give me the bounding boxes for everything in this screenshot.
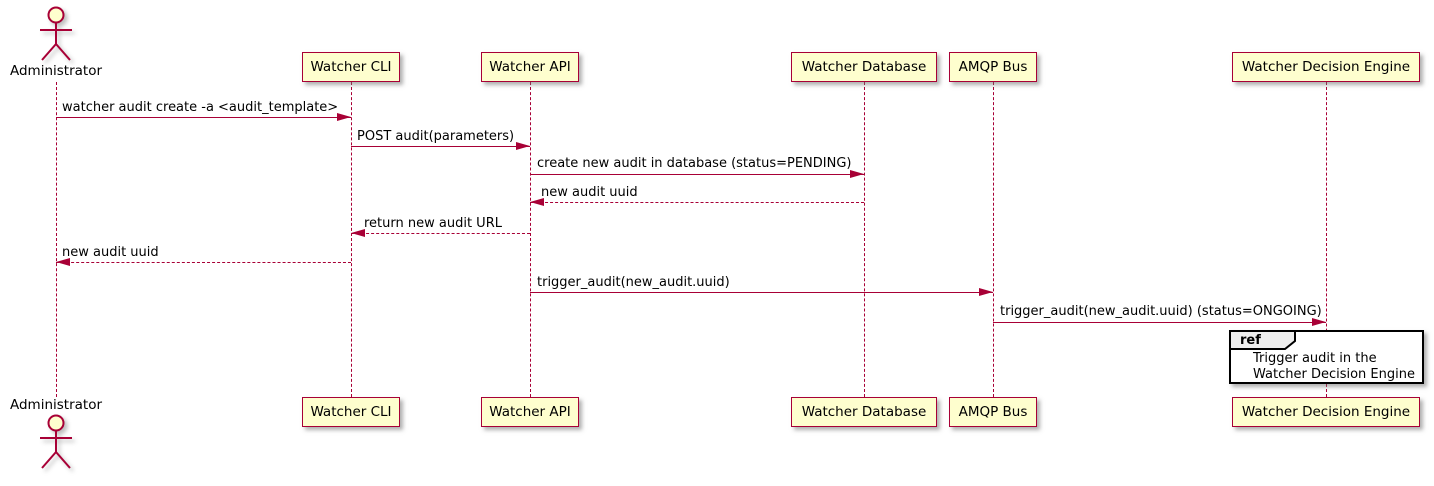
participant-box-amqp-bus-bottom: AMQP Bus [949, 397, 1037, 427]
message-3-arrowhead-icon [850, 170, 864, 178]
message-6-line [56, 262, 351, 263]
actor-icon-bottom [40, 414, 72, 469]
ref-text-line-2: Watcher Decision Engine [1253, 367, 1415, 382]
actor-label-bottom: Administrator [9, 397, 103, 413]
message-2-arrowhead-icon [516, 142, 530, 150]
message-7-arrowhead-icon [979, 288, 993, 296]
participant-box-watcher-cli-bottom: Watcher CLI [302, 397, 400, 427]
message-1-arrowhead-icon [337, 113, 351, 121]
message-3-label: create new audit in database (status=PEN… [537, 156, 852, 171]
participant-box-watcher-database-top: Watcher Database [791, 52, 937, 82]
ref-text-line-1: Trigger audit in the [1253, 351, 1377, 366]
lifeline-watcher-decision-engine [1326, 82, 1327, 397]
ref-tab-icon [1229, 330, 1296, 350]
actor-icon-top [40, 6, 72, 61]
lifeline-watcher-database [864, 82, 865, 397]
message-2-label: POST audit(parameters) [357, 129, 515, 144]
message-1-label: watcher audit create -a <audit_template> [62, 100, 339, 115]
message-4-label: new audit uuid [541, 185, 638, 200]
participant-box-watcher-database-bottom: Watcher Database [791, 397, 937, 427]
message-4-line [530, 202, 864, 203]
message-8-label: trigger_audit(new_audit.uuid) (status=ON… [1000, 304, 1322, 319]
lifeline-watcher-cli [351, 82, 352, 397]
message-7-line [530, 292, 993, 293]
ref-keyword: ref [1240, 333, 1261, 348]
message-2-line [351, 146, 530, 147]
message-1-line [56, 117, 351, 118]
message-6-label: new audit uuid [62, 245, 159, 260]
message-5-label: return new audit URL [364, 216, 502, 231]
message-4-arrowhead-icon [530, 198, 544, 206]
actor-label-top: Administrator [9, 63, 103, 79]
participant-box-watcher-decision-engine-top: Watcher Decision Engine [1232, 52, 1420, 82]
message-8-arrowhead-icon [1312, 318, 1326, 326]
participant-box-watcher-api-top: Watcher API [481, 52, 579, 82]
message-3-line [530, 174, 864, 175]
message-5-arrowhead-icon [351, 229, 365, 237]
participant-box-watcher-api-bottom: Watcher API [481, 397, 579, 427]
participant-box-watcher-cli-top: Watcher CLI [302, 52, 400, 82]
message-7-label: trigger_audit(new_audit.uuid) [537, 275, 730, 290]
message-8-line [993, 322, 1326, 323]
ref-fragment: ref Trigger audit in the Watcher Decisio… [1229, 330, 1424, 384]
lifeline-amqp-bus [993, 82, 994, 397]
lifeline-administrator [56, 82, 57, 397]
participant-box-watcher-decision-engine-bottom: Watcher Decision Engine [1232, 397, 1420, 427]
participant-box-amqp-bus-top: AMQP Bus [949, 52, 1037, 82]
message-6-arrowhead-icon [56, 258, 70, 266]
lifeline-watcher-api [530, 82, 531, 397]
message-5-line [351, 233, 530, 234]
